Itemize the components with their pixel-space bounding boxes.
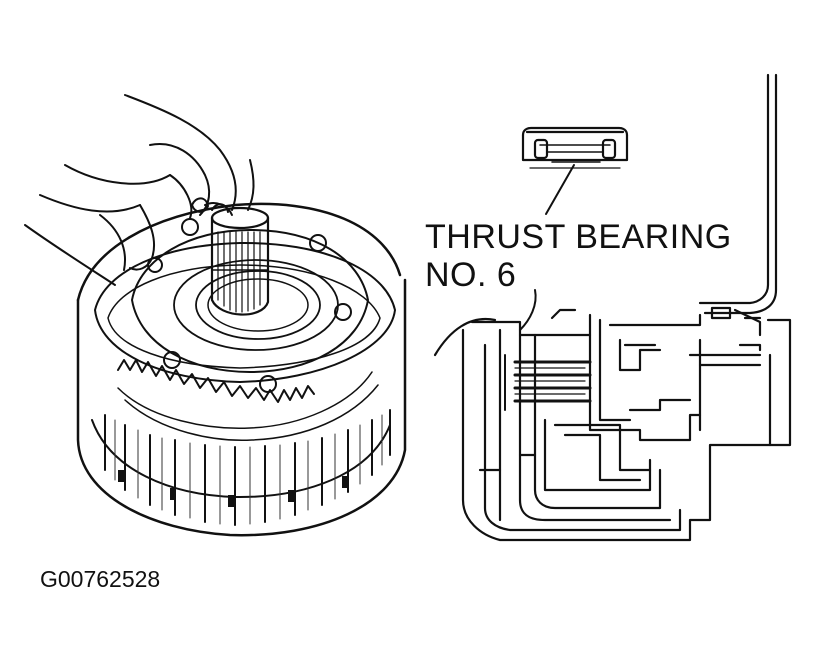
callout-leader-upper bbox=[545, 164, 575, 215]
hand-illustration bbox=[24, 94, 255, 286]
callout-leader-lower bbox=[519, 289, 537, 331]
figure-id-label: G00762528 bbox=[40, 566, 161, 592]
thrust-bearing-part bbox=[521, 126, 629, 169]
thrust-bearing-label: THRUST BEARING bbox=[425, 218, 732, 256]
clutch-drum-assembly bbox=[76, 202, 407, 537]
transmission-cross-section bbox=[433, 73, 792, 542]
bearing-number-label: NO. 6 bbox=[425, 256, 517, 294]
